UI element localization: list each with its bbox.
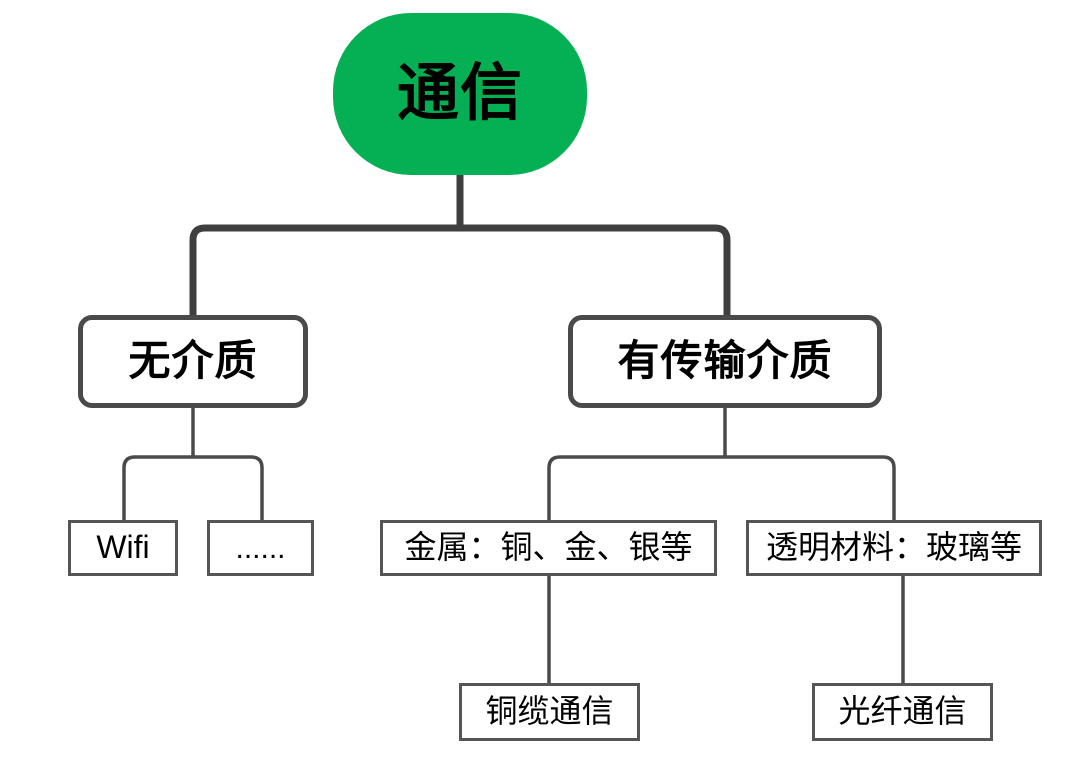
edge-has-medium-to-children [547, 455, 896, 520]
node-copper-cable-communication-label: 铜缆通信 [485, 693, 614, 730]
node-metal-materials[interactable]: 金属：铜、金、银等 [380, 520, 717, 576]
node-has-medium[interactable]: 有传输介质 [568, 315, 882, 408]
node-wifi-label: Wifi [96, 529, 150, 566]
node-transparent-materials-label: 透明材料：玻璃等 [765, 529, 1022, 566]
node-root-communication[interactable]: 通信 [333, 13, 587, 175]
node-no-medium-label: 无介质 [128, 337, 258, 385]
node-wifi[interactable]: Wifi [68, 520, 178, 576]
node-ellipsis-label: ...... [235, 531, 286, 565]
node-optical-fiber-communication[interactable]: 光纤通信 [812, 683, 993, 741]
node-metal-materials-label: 金属：铜、金、银等 [404, 529, 693, 566]
node-root-label: 通信 [396, 58, 523, 128]
edge-no-medium-to-children [122, 455, 264, 520]
node-transparent-materials[interactable]: 透明材料：玻璃等 [746, 520, 1042, 576]
node-ellipsis[interactable]: ...... [207, 520, 314, 576]
node-optical-fiber-communication-label: 光纤通信 [838, 693, 967, 730]
node-no-medium[interactable]: 无介质 [78, 315, 308, 408]
edge-root-to-level2 [189, 224, 731, 315]
node-has-medium-label: 有传输介质 [617, 337, 833, 385]
node-copper-cable-communication[interactable]: 铜缆通信 [459, 683, 640, 741]
